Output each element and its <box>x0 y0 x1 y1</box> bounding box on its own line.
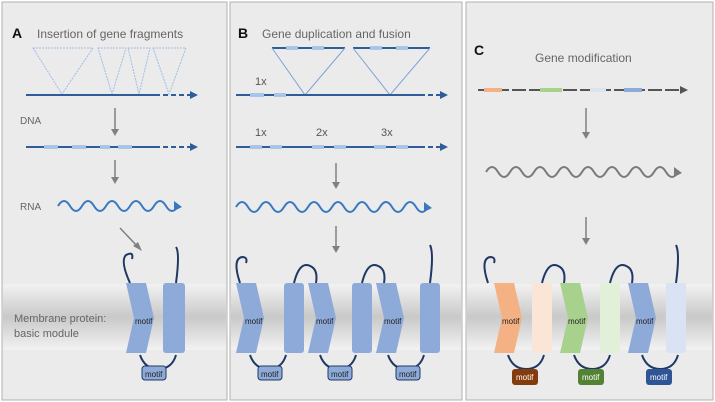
protein-module-a: motif motif <box>122 246 185 381</box>
protein-module-c1: motif motif <box>483 255 552 385</box>
motif-label-b2-loop: motif <box>331 370 349 379</box>
membrane-label-line1: Membrane protein: <box>14 313 106 325</box>
rna-wave-c-head <box>674 167 682 177</box>
linker-c1 <box>541 264 566 284</box>
rna-wave-a-head <box>174 201 182 211</box>
panel-a-title: Insertion of gene fragments <box>37 27 183 41</box>
motif-label-c2-loop: motif <box>582 373 600 382</box>
arrow-c1-head <box>582 132 590 139</box>
copy-label-1x-top: 1x <box>255 76 267 88</box>
linker-b2 <box>361 264 386 284</box>
motif-label-c2: motif <box>568 317 586 326</box>
panel-b-letter: B <box>238 25 248 41</box>
motif-label-c1: motif <box>502 317 520 326</box>
membrane-band-a <box>3 284 226 350</box>
copy-label-2x: 2x <box>316 127 328 139</box>
motif-label-c3: motif <box>636 317 654 326</box>
arrow-c2-head <box>582 238 590 245</box>
motif-label-b3: motif <box>384 317 402 326</box>
panel-c-letter: C <box>474 42 484 58</box>
rna-wave-a <box>57 200 179 212</box>
motif-label-b3-loop: motif <box>399 370 417 379</box>
dna-top-fragments-b <box>272 46 430 50</box>
panel-b-title: Gene duplication and fusion <box>262 27 411 41</box>
motif-label-a2: motif <box>145 370 163 379</box>
motif-label-b1-loop: motif <box>261 370 279 379</box>
rna-wave-b-head <box>424 202 432 212</box>
rna-label: RNA <box>20 202 41 213</box>
arrow-a1-head <box>111 129 119 136</box>
arrow-a2-head <box>111 177 119 184</box>
copy-label-1x: 1x <box>255 127 267 139</box>
motif-label-b1: motif <box>245 317 263 326</box>
dna-strand-c <box>478 86 688 94</box>
arrow-a3-head <box>133 242 142 251</box>
protein-module-c3: motif motif <box>628 244 686 385</box>
membrane-label-line2: basic module <box>14 328 79 340</box>
dna-strand-a2 <box>26 143 198 151</box>
motif-label-c1-loop: motif <box>516 373 534 382</box>
motif-label-b2: motif <box>316 317 334 326</box>
protein-module-b3: motif motif <box>376 244 440 381</box>
motif-label-a1: motif <box>135 317 153 326</box>
arrow-a3 <box>119 227 139 248</box>
insert-triangles-a <box>32 47 187 96</box>
copy-label-3x: 3x <box>381 127 393 139</box>
rna-wave-b <box>235 201 429 213</box>
dna-strand-a1 <box>26 91 198 99</box>
linker-c2 <box>609 264 634 284</box>
protein-module-c2: motif motif <box>560 283 620 385</box>
arrow-b2-head <box>332 246 340 253</box>
dna-label: DNA <box>20 116 41 127</box>
protein-module-b1: motif motif <box>235 255 304 381</box>
dna-strand-b2 <box>236 143 448 151</box>
rna-wave-c <box>485 166 679 178</box>
protein-module-b2: motif motif <box>308 283 372 381</box>
arrow-b1-head <box>332 182 340 189</box>
linker-b1 <box>293 264 318 284</box>
motif-label-c3-loop: motif <box>650 373 668 382</box>
panel-a-letter: A <box>12 25 22 41</box>
panel-c-title: Gene modification <box>535 51 632 65</box>
dna-strand-b1 <box>236 91 448 99</box>
